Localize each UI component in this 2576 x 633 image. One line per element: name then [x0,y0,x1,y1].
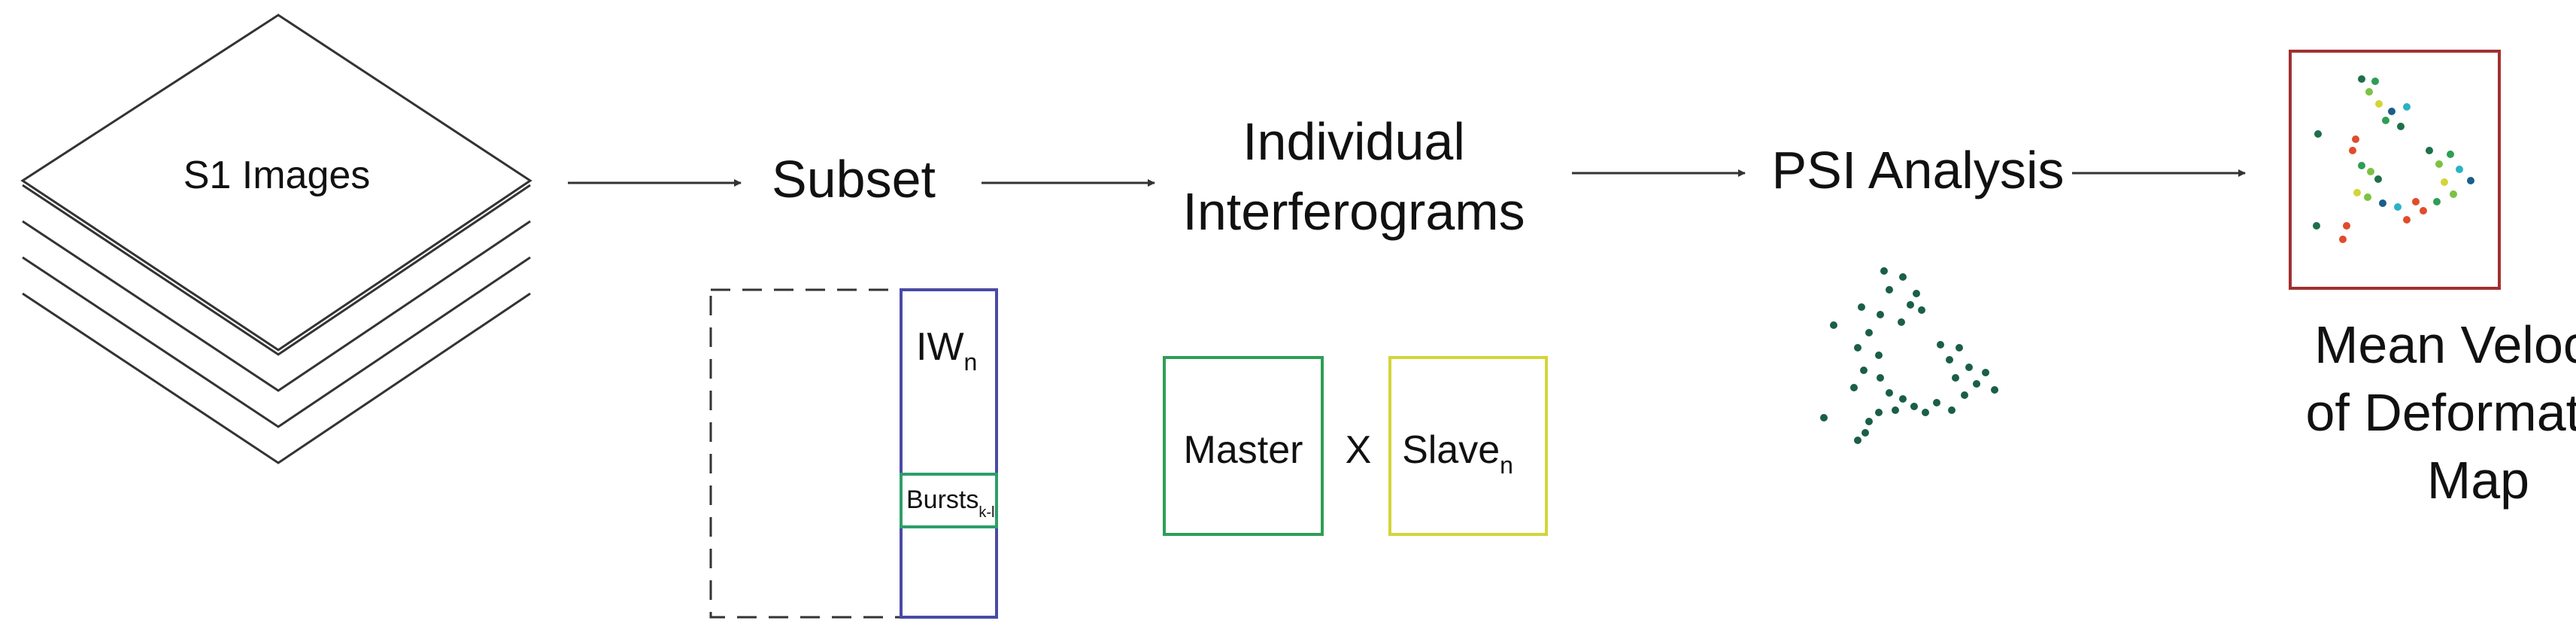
psi-point [1886,389,1893,397]
interferograms-label-line1: Individual [1242,112,1465,171]
velocity-map-frame [2289,50,2501,290]
velocity-point [2397,123,2405,130]
velocity-point [2375,100,2383,108]
velocity-point [2365,88,2373,96]
iw-swath-box [900,288,998,619]
psi-point [1886,286,1893,294]
psi-point [1933,399,1940,406]
psi-analysis-label: PSI Analysis [1771,141,2064,199]
psi-point [1820,414,1828,421]
psi-point [1880,267,1888,275]
velocity-point [2358,162,2365,169]
velocity-point [2367,168,2374,175]
velocity-point [2412,198,2420,205]
psi-point [1922,409,1929,416]
psi-point [1956,344,1963,351]
psi-point [1865,418,1873,425]
slave-box [1388,356,1548,536]
velocity-point [2382,117,2389,124]
psi-point [1854,344,1861,351]
velocity-point [2420,207,2427,215]
psi-point [1952,374,1959,382]
velocity-point [2433,198,2441,205]
psi-point [1875,409,1883,416]
psi-point [1982,369,1989,376]
velocity-point [2388,108,2395,115]
psi-point [1892,406,1899,414]
s1-images-label: S1 Images [184,154,371,197]
stack-layer [22,184,531,356]
psi-point [1910,403,1918,410]
velocity-point [2364,193,2371,201]
psi-point [1861,429,1869,437]
velocity-point [2467,177,2474,184]
s1-images-stack [20,14,532,464]
stack-layer [22,220,531,392]
velocity-point [2314,130,2322,138]
psi-point [1898,318,1905,326]
velocity-point [2339,236,2347,243]
subset-panel: IWn Burstsk-l [709,288,998,619]
psi-point [1858,303,1865,311]
velocity-point [2426,147,2433,154]
velocity-point [2403,103,2411,111]
velocity-point [2403,216,2411,224]
psi-point [1877,374,1884,382]
velocity-point [2456,166,2463,173]
interferogram-panel: Master X Slaven [1163,356,1548,536]
psi-point [1860,367,1868,374]
velocity-point [2441,178,2448,186]
interferograms-label-line2: Interferograms [1182,182,1525,241]
multiply-operator: X [1346,428,1372,472]
psi-point [1965,364,1973,371]
mean-velocity-label-line3: Map [2427,451,2529,510]
velocity-point [2379,199,2386,207]
psi-point [1850,384,1858,391]
psi-point [1907,301,1914,309]
velocity-point [2371,78,2379,85]
bursts-box [900,473,998,528]
psi-point [1899,273,1907,281]
stack-layer [22,256,531,428]
psi-point [1899,395,1907,403]
slave-label: Slaven [1402,428,1513,479]
velocity-point [2343,222,2350,230]
stack-top-image [20,14,532,351]
velocity-point [2313,222,2320,230]
psi-point [1875,351,1883,359]
psi-point [1948,406,1956,414]
master-label: Master [1184,428,1303,472]
mean-velocity-label-line2: of Deformation [2305,383,2576,442]
psi-point [1830,321,1837,329]
psi-point [1918,306,1925,314]
stack-layer [22,292,531,464]
psi-point-cloud [1820,267,1998,444]
velocity-point [2374,175,2382,183]
psi-point [1937,341,1944,348]
velocity-point [2450,190,2457,198]
psi-point [1946,356,1953,364]
velocity-point [2394,203,2402,211]
velocity-point [2352,135,2359,143]
velocity-map-points [2313,75,2474,243]
psi-point [1961,391,1968,399]
mean-velocity-label-line1: Mean Velocity [2314,315,2576,374]
psi-point [1865,329,1873,336]
velocity-point [2447,151,2454,158]
bursts-label: Burstsk-l [906,485,994,521]
velocity-point [2353,189,2361,196]
velocity-point [2435,160,2443,168]
master-box [1163,356,1324,536]
psi-point [1991,386,1998,394]
psi-point [1913,290,1920,297]
iw-label: IWn [916,325,977,376]
velocity-point [2358,75,2365,83]
velocity-point [2349,147,2356,154]
subset-label: Subset [772,150,936,208]
psi-point [1877,311,1884,318]
psi-point [1973,380,1980,388]
psi-point [1854,437,1861,444]
